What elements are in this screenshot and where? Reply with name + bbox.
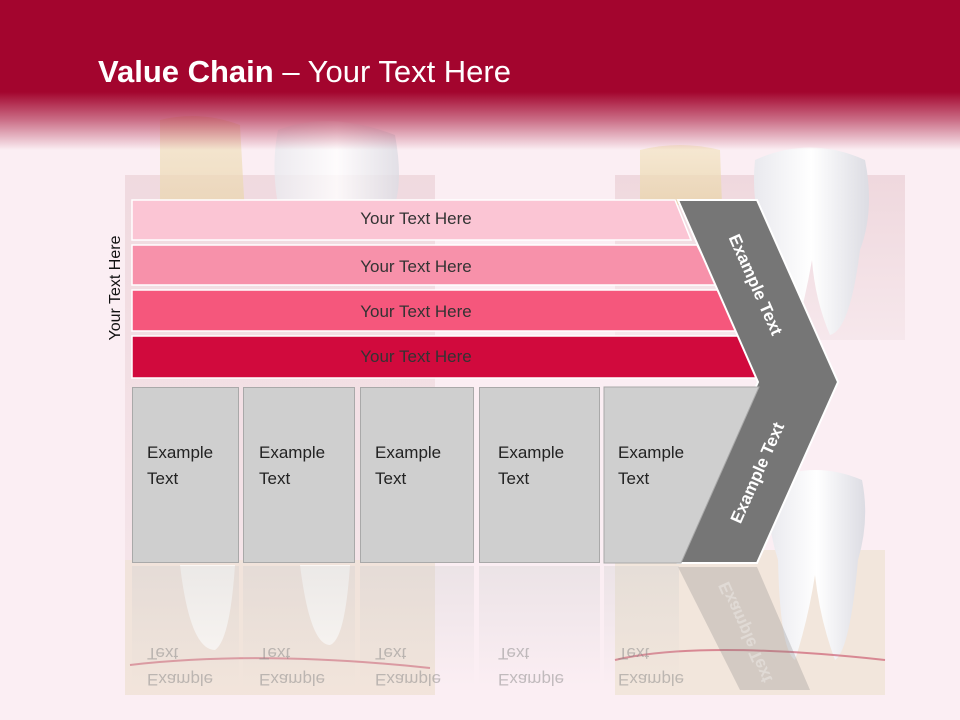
chevron-reflection <box>678 567 810 690</box>
bar-1 <box>131 199 693 241</box>
bar-label-3: Your Text Here <box>360 302 472 321</box>
column-reflection-label-2: Example Text <box>259 644 326 689</box>
column-label-5: Example Text <box>618 443 685 488</box>
column-box-5 <box>603 386 760 564</box>
slide-title: Value Chain – Your Text Here <box>98 54 511 90</box>
column-reflection-2 <box>243 566 355 686</box>
bar-label-2: Your Text Here <box>360 257 472 276</box>
column-reflection-5 <box>604 566 679 686</box>
column-label-4: Example Text <box>498 443 565 488</box>
column-box-2 <box>243 387 355 563</box>
bar-label-1: Your Text Here <box>360 209 472 228</box>
column-reflection-4 <box>479 566 600 686</box>
column-label-1: Example Text <box>147 443 214 488</box>
header-band <box>0 0 960 150</box>
column-reflection-label-5: Example Text <box>618 644 685 689</box>
bar-label-4: Your Text Here <box>360 347 472 366</box>
column-reflection-1 <box>132 566 239 686</box>
column-reflection-3 <box>360 566 474 686</box>
column-reflection-label-3: Example Text <box>375 644 442 689</box>
column-reflection-label-4: Example Text <box>498 644 565 689</box>
title-bold: Value Chain <box>98 54 274 89</box>
column-label-3: Example Text <box>375 443 442 488</box>
chevron-arrow <box>676 199 840 564</box>
column-box-3 <box>360 387 474 563</box>
column-label-2: Example Text <box>259 443 326 488</box>
column-box-1 <box>132 387 239 563</box>
column-box-4 <box>479 387 600 563</box>
title-rest: – Your Text Here <box>273 54 511 89</box>
column-reflection-label-1: Example Text <box>147 644 214 689</box>
